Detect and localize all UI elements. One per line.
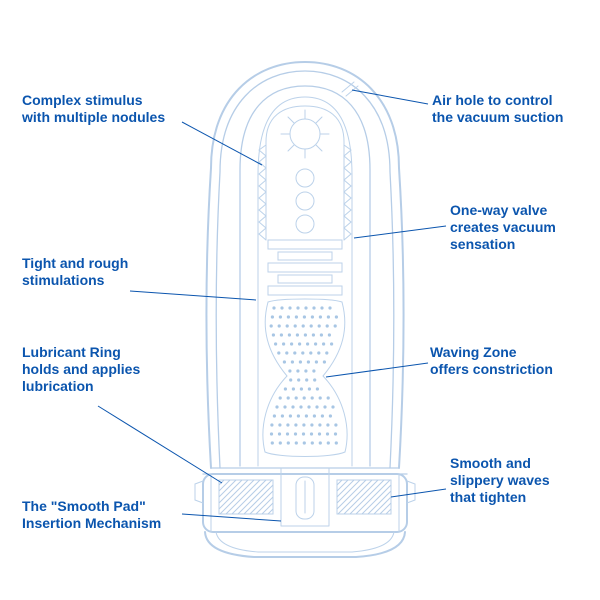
- bottom-cap: [204, 531, 406, 558]
- label-air-hole: Air hole to control the vacuum suction: [432, 92, 564, 125]
- lubricant-ring-right: [336, 479, 392, 515]
- leader-line-smooth-waves: [390, 488, 447, 498]
- one-way-valve-ribs: [267, 239, 343, 296]
- leader-line-smooth-pad: [181, 513, 282, 522]
- lubricant-ring-right-hatch: [336, 479, 392, 515]
- label-one-way-valve: One-way valve creates vacuum sensation: [450, 202, 556, 252]
- texture-dots: [269, 306, 338, 445]
- label-waving-zone: Waving Zone offers constriction: [430, 344, 553, 377]
- lubricant-ring-left: [218, 479, 274, 515]
- nodule-circle: [295, 191, 315, 211]
- label-lubricant-ring: Lubricant Ring holds and applies lubrica…: [22, 344, 141, 394]
- leader-line-tight-rough: [129, 290, 257, 301]
- label-smooth-waves: Smooth and slippery waves that tighten: [450, 455, 550, 505]
- cup-body-outline: [205, 60, 405, 469]
- nodule-chamber: [258, 105, 352, 241]
- waving-zone-outline: [262, 298, 348, 457]
- smooth-pad-housing: [280, 467, 330, 527]
- inner-sleeve: [239, 85, 371, 467]
- label-tight-rough: Tight and rough stimulations: [22, 255, 129, 288]
- base-assembly: [194, 467, 416, 558]
- insertion-slot: [295, 476, 315, 520]
- nodule-circle: [295, 214, 315, 234]
- cup-inner-wall: [215, 70, 395, 469]
- air-hole: [341, 81, 359, 97]
- leader-lines: [97, 89, 447, 522]
- gear-nodule: [289, 118, 321, 150]
- leader-line-air-hole: [351, 89, 429, 105]
- leader-line-waving-zone: [325, 362, 429, 378]
- label-complex-stimulus: Complex stimulus with multiple nodules: [22, 92, 166, 125]
- leader-line-lubricant-ring: [97, 405, 223, 484]
- label-smooth-pad: The "Smooth Pad" Insertion Mechanism: [22, 498, 162, 531]
- leader-line-one-way-valve: [353, 225, 447, 239]
- lubricant-ring-left-hatch: [218, 479, 274, 515]
- nodule-circle: [295, 168, 315, 188]
- leader-line-complex-stimulus: [181, 121, 263, 166]
